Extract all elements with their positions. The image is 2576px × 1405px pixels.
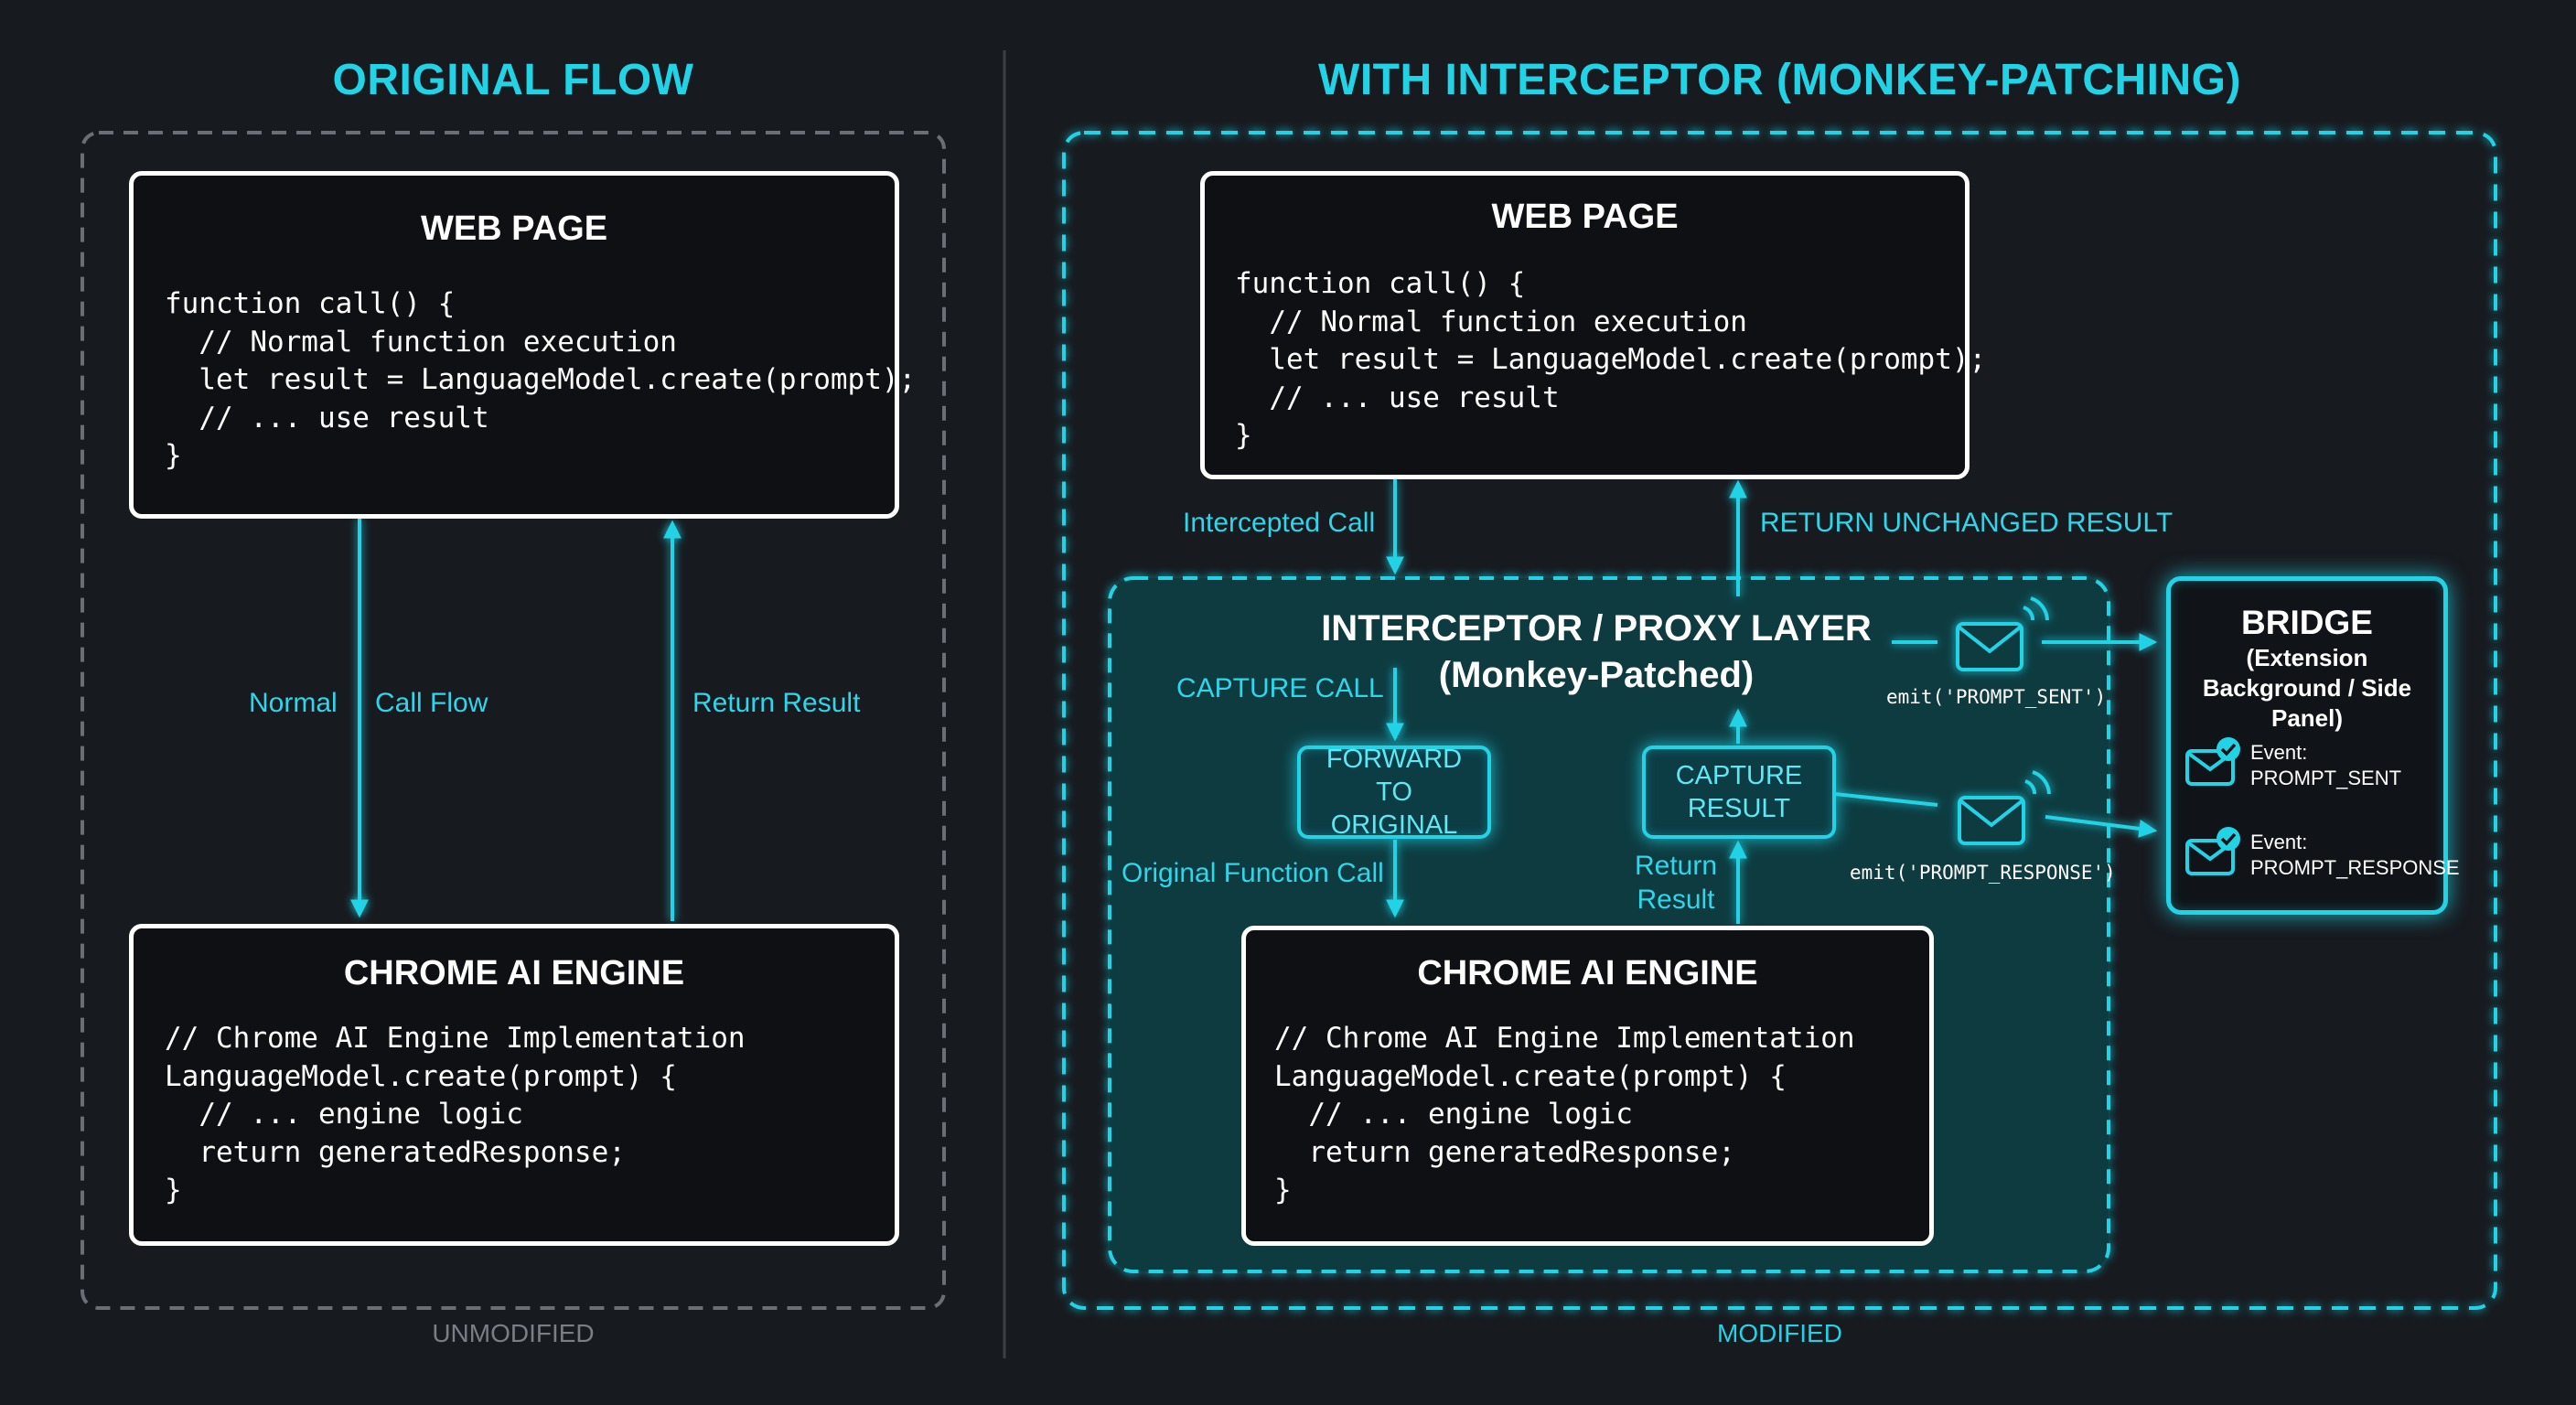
left-web-page-title: WEB PAGE <box>420 209 608 248</box>
left-engine-box: CHROME AI ENGINE // Chrome AI Engine Imp… <box>129 924 899 1246</box>
left-engine-code: // Chrome AI Engine Implementation Langu… <box>165 1022 746 1207</box>
intercepted-call-label: Intercepted Call <box>1183 508 1376 538</box>
capture-result-box: CAPTURE RESULT <box>1642 745 1836 839</box>
original-function-call-label: Original Function Call <box>1122 858 1384 888</box>
bridge-box: BRIDGE (Extension Background / Side Pane… <box>2166 576 2460 915</box>
right-web-page-code: function call() { // Normal function exe… <box>1235 267 1987 452</box>
proxy-layer-title: INTERCEPTOR / PROXY LAYER <box>1321 608 1872 649</box>
left-engine-title: CHROME AI ENGINE <box>343 954 685 992</box>
emit-prompt-sent-label: emit('PROMPT_SENT') <box>1886 686 2107 708</box>
check-badge-icon <box>2185 737 2240 786</box>
emit-prompt-response-label: emit('PROMPT_RESPONSE') <box>1850 862 2116 884</box>
right-footer-label: MODIFIED <box>1717 1319 1842 1347</box>
right-section-title: WITH INTERCEPTOR (MONKEY-PATCHING) <box>1318 56 2241 104</box>
proxy-layer-subtitle: (Monkey-Patched) <box>1438 655 1755 695</box>
right-engine-box: CHROME AI ENGINE // Chrome AI Engine Imp… <box>1241 926 1934 1246</box>
bridge-title: BRIDGE <box>2241 604 2373 641</box>
right-engine-title: CHROME AI ENGINE <box>1417 954 1758 992</box>
bridge-event-label: Event: <box>2250 831 2308 853</box>
bridge-subtitle: (Extension Background / Side Panel) <box>2202 644 2412 732</box>
bridge-event-name: PROMPT_RESPONSE <box>2250 856 2460 879</box>
bridge-event-name: PROMPT_SENT <box>2250 767 2402 789</box>
check-badge-icon <box>2185 827 2240 875</box>
left-label-call-flow: Call Flow <box>375 688 488 718</box>
engine-return-result-label: Return Result <box>1634 851 1718 915</box>
bridge-event-label: Event: <box>2250 741 2308 764</box>
right-web-page-box: WEB PAGE function call() { // Normal fun… <box>1200 171 1986 479</box>
emit-response-lead <box>1834 792 1938 807</box>
right-engine-code: // Chrome AI Engine Implementation Langu… <box>1274 1022 1855 1207</box>
left-footer-label: UNMODIFIED <box>432 1319 595 1347</box>
forward-to-original-box: FORWARD TO ORIGINAL <box>1297 745 1491 840</box>
right-web-page-title: WEB PAGE <box>1491 198 1679 236</box>
left-label-normal: Normal <box>249 688 338 718</box>
capture-call-label: CAPTURE CALL <box>1176 673 1384 703</box>
envelope-icon <box>1958 770 2051 845</box>
envelope-icon <box>1956 596 2049 671</box>
emit-response-arrow <box>2045 815 2158 838</box>
left-web-page-code: function call() { // Normal function exe… <box>165 287 917 472</box>
return-unchanged-label: RETURN UNCHANGED RESULT <box>1760 508 2174 538</box>
left-section-title: ORIGINAL FLOW <box>332 56 694 104</box>
left-label-return-result: Return Result <box>692 688 861 718</box>
right-container-border <box>1062 131 2497 1310</box>
left-web-page-box: WEB PAGE function call() { // Normal fun… <box>129 171 916 519</box>
